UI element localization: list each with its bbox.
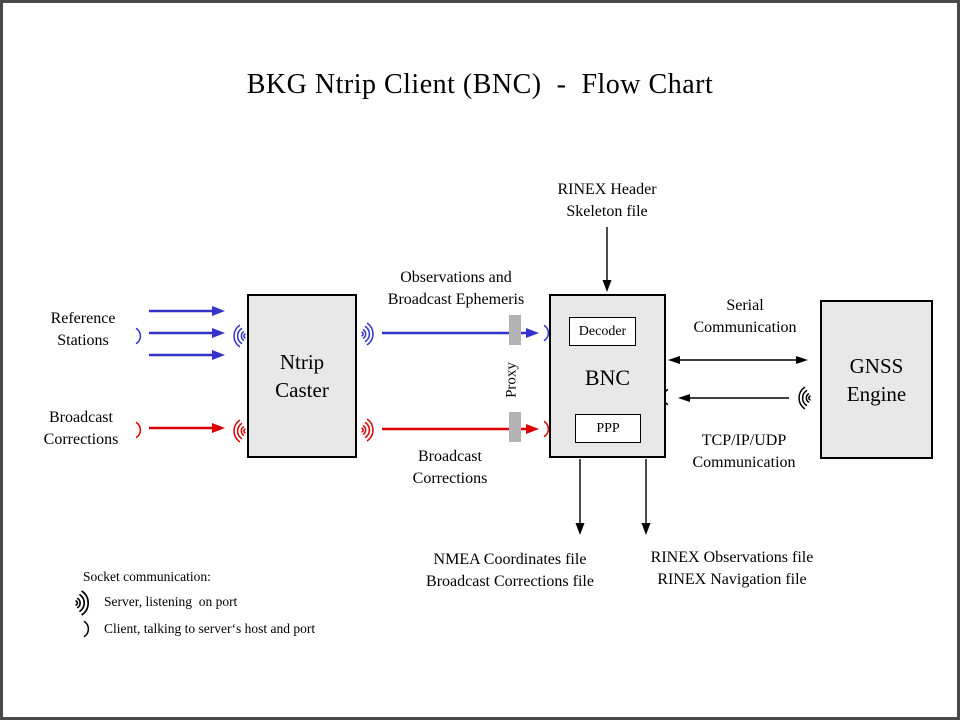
nmea-output-label: NMEA Coordinates file Broadcast Correcti… [426,549,594,593]
label-line: Broadcast Corrections file [426,573,594,590]
label-line: Observations and [400,269,512,286]
connector-layer [75,227,811,638]
label-line: RINEX Observations file [650,549,814,566]
ntrip-caster-label-line1: Ntrip [279,350,325,374]
gnss-label-line2: Engine [846,381,907,406]
label-line: Broadcast [418,448,482,465]
arrow-tcp [678,394,789,402]
proxy-bar-bottom [509,412,521,442]
label-line: NMEA Coordinates file [433,551,587,568]
label-line: Reference [50,310,116,327]
label-line: Broadcast Ephemeris [387,291,525,308]
decoder-subnode: Decoder [569,317,636,346]
ppp-label: PPP [596,420,620,436]
label-line: Communication [693,319,797,336]
rinex-output-label: RINEX Observations file RINEX Navigation… [651,547,814,591]
proxy-label: Proxy [503,362,520,398]
arrow-output-nmea [575,459,585,535]
ntrip-caster-node: Ntrip Caster [247,294,357,458]
label-line: Stations [57,332,109,349]
server-socket-icon [798,386,811,410]
client-socket-icon [135,421,142,439]
server-socket-icon [233,419,246,443]
reference-stations-label: Reference Stations [51,308,116,352]
legend-server-socket-icon [75,590,89,616]
broadcast-corrections-stream-label: Broadcast Corrections [413,446,488,490]
server-socket-icon [361,418,374,442]
label-line: Skeleton file [566,203,648,220]
ntrip-caster-label-line2: Caster [275,378,329,402]
arrow-refstation-2 [149,328,225,338]
legend-title: Socket communication: [83,569,211,584]
arrow-serial [668,356,808,364]
gnss-engine-node: GNSS Engine [820,300,933,459]
page-title: BKG Ntrip Client (BNC) - Flow Chart [246,69,714,100]
observations-ephemeris-label: Observations and Broadcast Ephemeris [388,267,524,311]
proxy-bar-top [509,315,521,345]
label-line: RINEX Navigation file [657,571,807,588]
legend-client-text: Client, talking to server‘s host and por… [104,621,316,636]
ppp-subnode: PPP [575,414,641,443]
rinex-header-skeleton-label: RINEX Header Skeleton file [557,179,656,223]
arrow-refstation-3 [149,350,225,360]
bnc-label: BNC [584,365,631,390]
gnss-label-line1: GNSS [849,353,904,378]
decoder-label: Decoder [578,323,627,339]
server-socket-icon [233,324,246,348]
arrow-obs-stream [382,328,539,338]
label-line: RINEX Header [557,181,657,198]
client-socket-icon [543,324,550,342]
arrow-skeleton-file [602,227,612,292]
label-line: Communication [692,454,796,471]
legend-client-socket-icon [83,620,90,638]
server-socket-icon [361,322,374,346]
serial-communication-label: Serial Communication [693,295,796,339]
arrow-corrections-stream [382,424,539,434]
broadcast-corrections-input-label: Broadcast Corrections [44,407,119,451]
label-line: Broadcast [49,409,113,426]
arrow-corrections-input [149,423,225,433]
client-socket-icon [135,327,142,345]
label-line: TCP/IP/UDP [701,432,787,449]
legend-server-text: Server, listening on port [104,594,238,609]
arrow-refstation-1 [149,306,225,316]
label-line: Corrections [412,470,488,487]
label-line: Corrections [43,431,119,448]
label-line: Serial [726,297,764,314]
client-socket-icon [543,420,550,438]
arrow-output-rinex [641,459,651,535]
tcp-communication-label: TCP/IP/UDP Communication [692,430,795,474]
